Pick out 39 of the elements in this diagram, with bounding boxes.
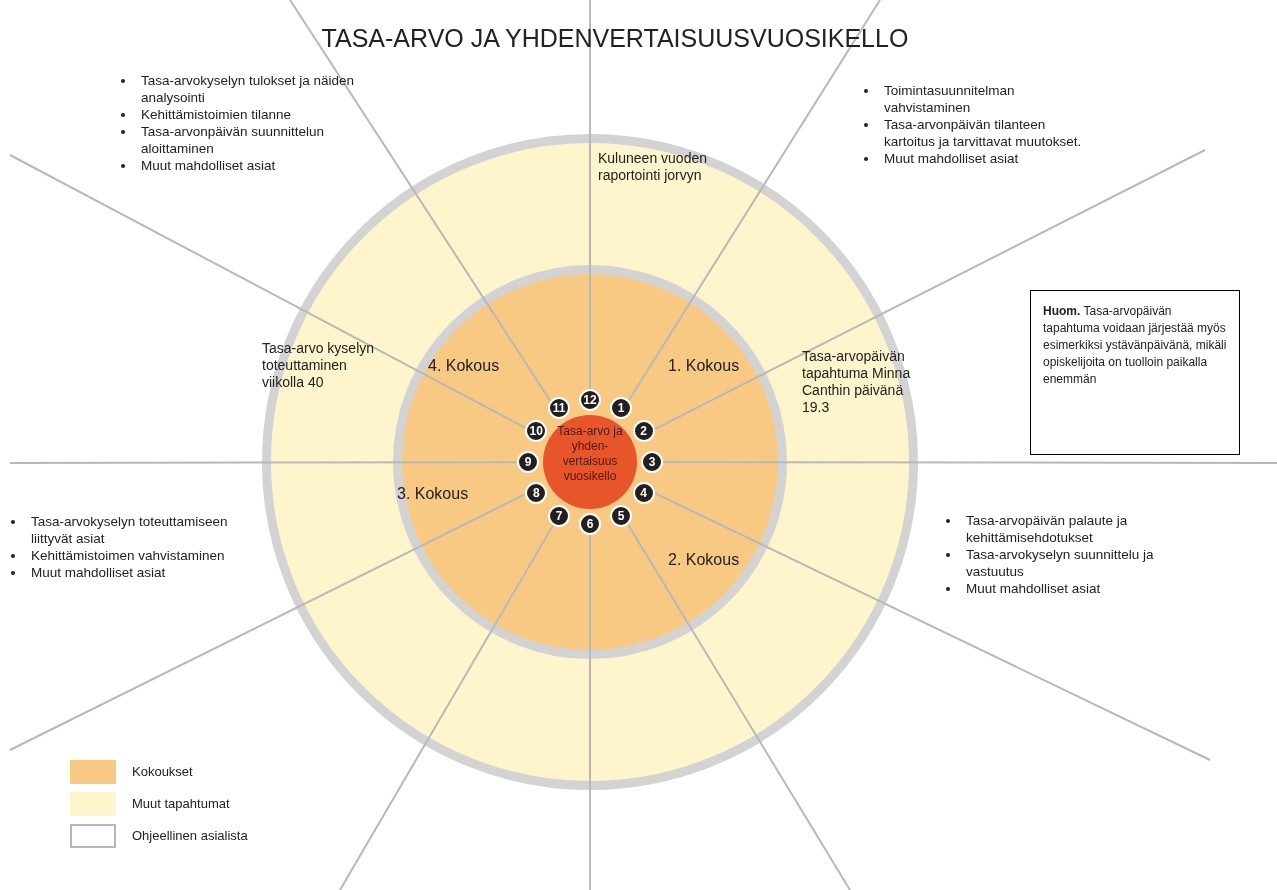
agenda-item: Tasa-arvopäivän palaute ja kehittämisehdotukset: [966, 513, 1128, 545]
agenda-item: Kehittämistoimien tilanne: [141, 107, 292, 122]
center-circle: [543, 415, 637, 509]
agenda-item: Tasa-arvokyselyn toteuttamiseen liittyvät asiat: [31, 514, 228, 546]
agenda-item: Muut mahdolliset asiat: [141, 158, 276, 173]
legend-label: Ohjeellinen asialista: [132, 828, 248, 843]
agenda-item: Tasa-arvonpäivän tilanteen kartoitus ja tarvittavat muutokset.: [884, 117, 1082, 149]
number-badge: 2: [632, 420, 655, 442]
agenda-item: Tasa-arvonpäivän suunnittelun aloittaminen: [141, 124, 325, 156]
number-badge: 6: [579, 513, 601, 535]
event-text: Tasa-arvopäivän tapahtuma Minna Canthin päivänä 19.3: [802, 348, 912, 416]
number-badge: 4: [632, 482, 655, 504]
agenda-item: Tasa-arvokyselyn tulokset ja näiden analysointi: [141, 73, 355, 105]
diagram-title: TASA-ARVO JA YHDENVERTAISUUSVUOSIKELLO: [320, 24, 910, 53]
legend-label: Muut tapahtumat: [132, 796, 230, 811]
meeting-label: 1. Kokous: [668, 356, 741, 375]
number-badge: 10: [525, 420, 548, 442]
clock-title: Tasa-arvo ja yhden- vertaisuus vuosikello: [556, 424, 624, 484]
number-badge: 12: [579, 389, 601, 411]
agenda-item: Toimintasuunnitelman vahvistaminen: [884, 83, 1015, 115]
agenda-item: Kehittämistoimen vahvistaminen: [31, 548, 225, 563]
meeting-label: 4. Kokous: [428, 356, 501, 375]
number-badge: 9: [517, 451, 539, 473]
number-badge: 1: [610, 397, 632, 420]
agenda-item: Muut mahdolliset asiat: [966, 581, 1101, 596]
event-text: Kuluneen vuoden raportointi jorvyn: [598, 150, 708, 184]
note-box: Huom. Tasa-arvopäivän tapahtuma voidaan järjestää myös esimerkiksi ystävänpäivänä, mikäli opiskelijoita on tuolloin paikalla enemmän: [1030, 290, 1240, 455]
agenda-item: Muut mahdolliset asiat: [884, 151, 1019, 166]
meeting-label: 2. Kokous: [668, 550, 741, 569]
legend-label: Kokoukset: [132, 764, 193, 779]
number-badge: 7: [548, 504, 570, 527]
number-badge: 8: [525, 482, 548, 504]
agenda-item: Muut mahdolliset asiat: [31, 565, 166, 580]
agenda-item: Tasa-arvokyselyn suunnittelu ja vastuutus: [966, 547, 1154, 579]
number-badge: 3: [641, 451, 663, 473]
number-badge: 11: [548, 397, 570, 420]
meeting-label: 3. Kokous: [397, 484, 470, 503]
number-badge: 5: [610, 504, 632, 527]
event-text: Tasa-arvo kyselyn toteuttaminen viikolla 40: [262, 340, 376, 391]
